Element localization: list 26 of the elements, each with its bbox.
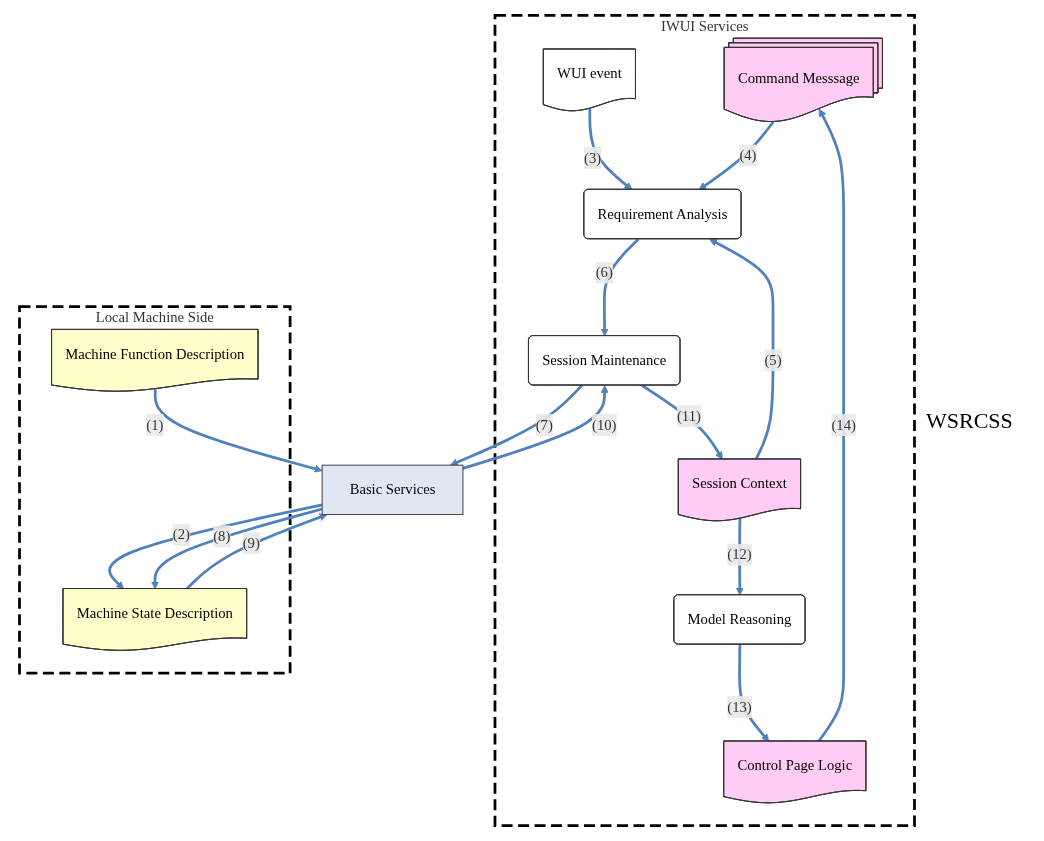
arrow bbox=[108, 503, 323, 590]
arrow bbox=[698, 121, 775, 191]
node-box: Basic Services bbox=[321, 464, 464, 516]
edge-label: (10) bbox=[592, 416, 617, 433]
arrow bbox=[600, 238, 640, 337]
edge-label: (13) bbox=[727, 698, 752, 715]
edge-label: (7) bbox=[535, 416, 553, 433]
arrow bbox=[185, 513, 328, 590]
edge-label: (2) bbox=[172, 526, 190, 543]
edge-label: (11) bbox=[676, 407, 701, 424]
region-label: WSRCSS bbox=[926, 407, 1014, 434]
arrow bbox=[151, 507, 323, 590]
arrow bbox=[588, 108, 633, 191]
arrow bbox=[641, 384, 723, 460]
edge-label: (9) bbox=[242, 534, 260, 551]
edge-label: (8) bbox=[213, 528, 231, 544]
arrow bbox=[450, 384, 583, 466]
edge-label: (5) bbox=[764, 352, 782, 368]
edge-label: (4) bbox=[739, 147, 757, 163]
edge-label: (14) bbox=[831, 416, 856, 433]
edge-label: (3) bbox=[584, 149, 602, 166]
arrow bbox=[153, 389, 323, 473]
arrow bbox=[462, 385, 609, 470]
edge-label: (12) bbox=[727, 546, 752, 562]
edge-label: (6) bbox=[595, 264, 613, 280]
edge-label: (1) bbox=[146, 416, 164, 433]
